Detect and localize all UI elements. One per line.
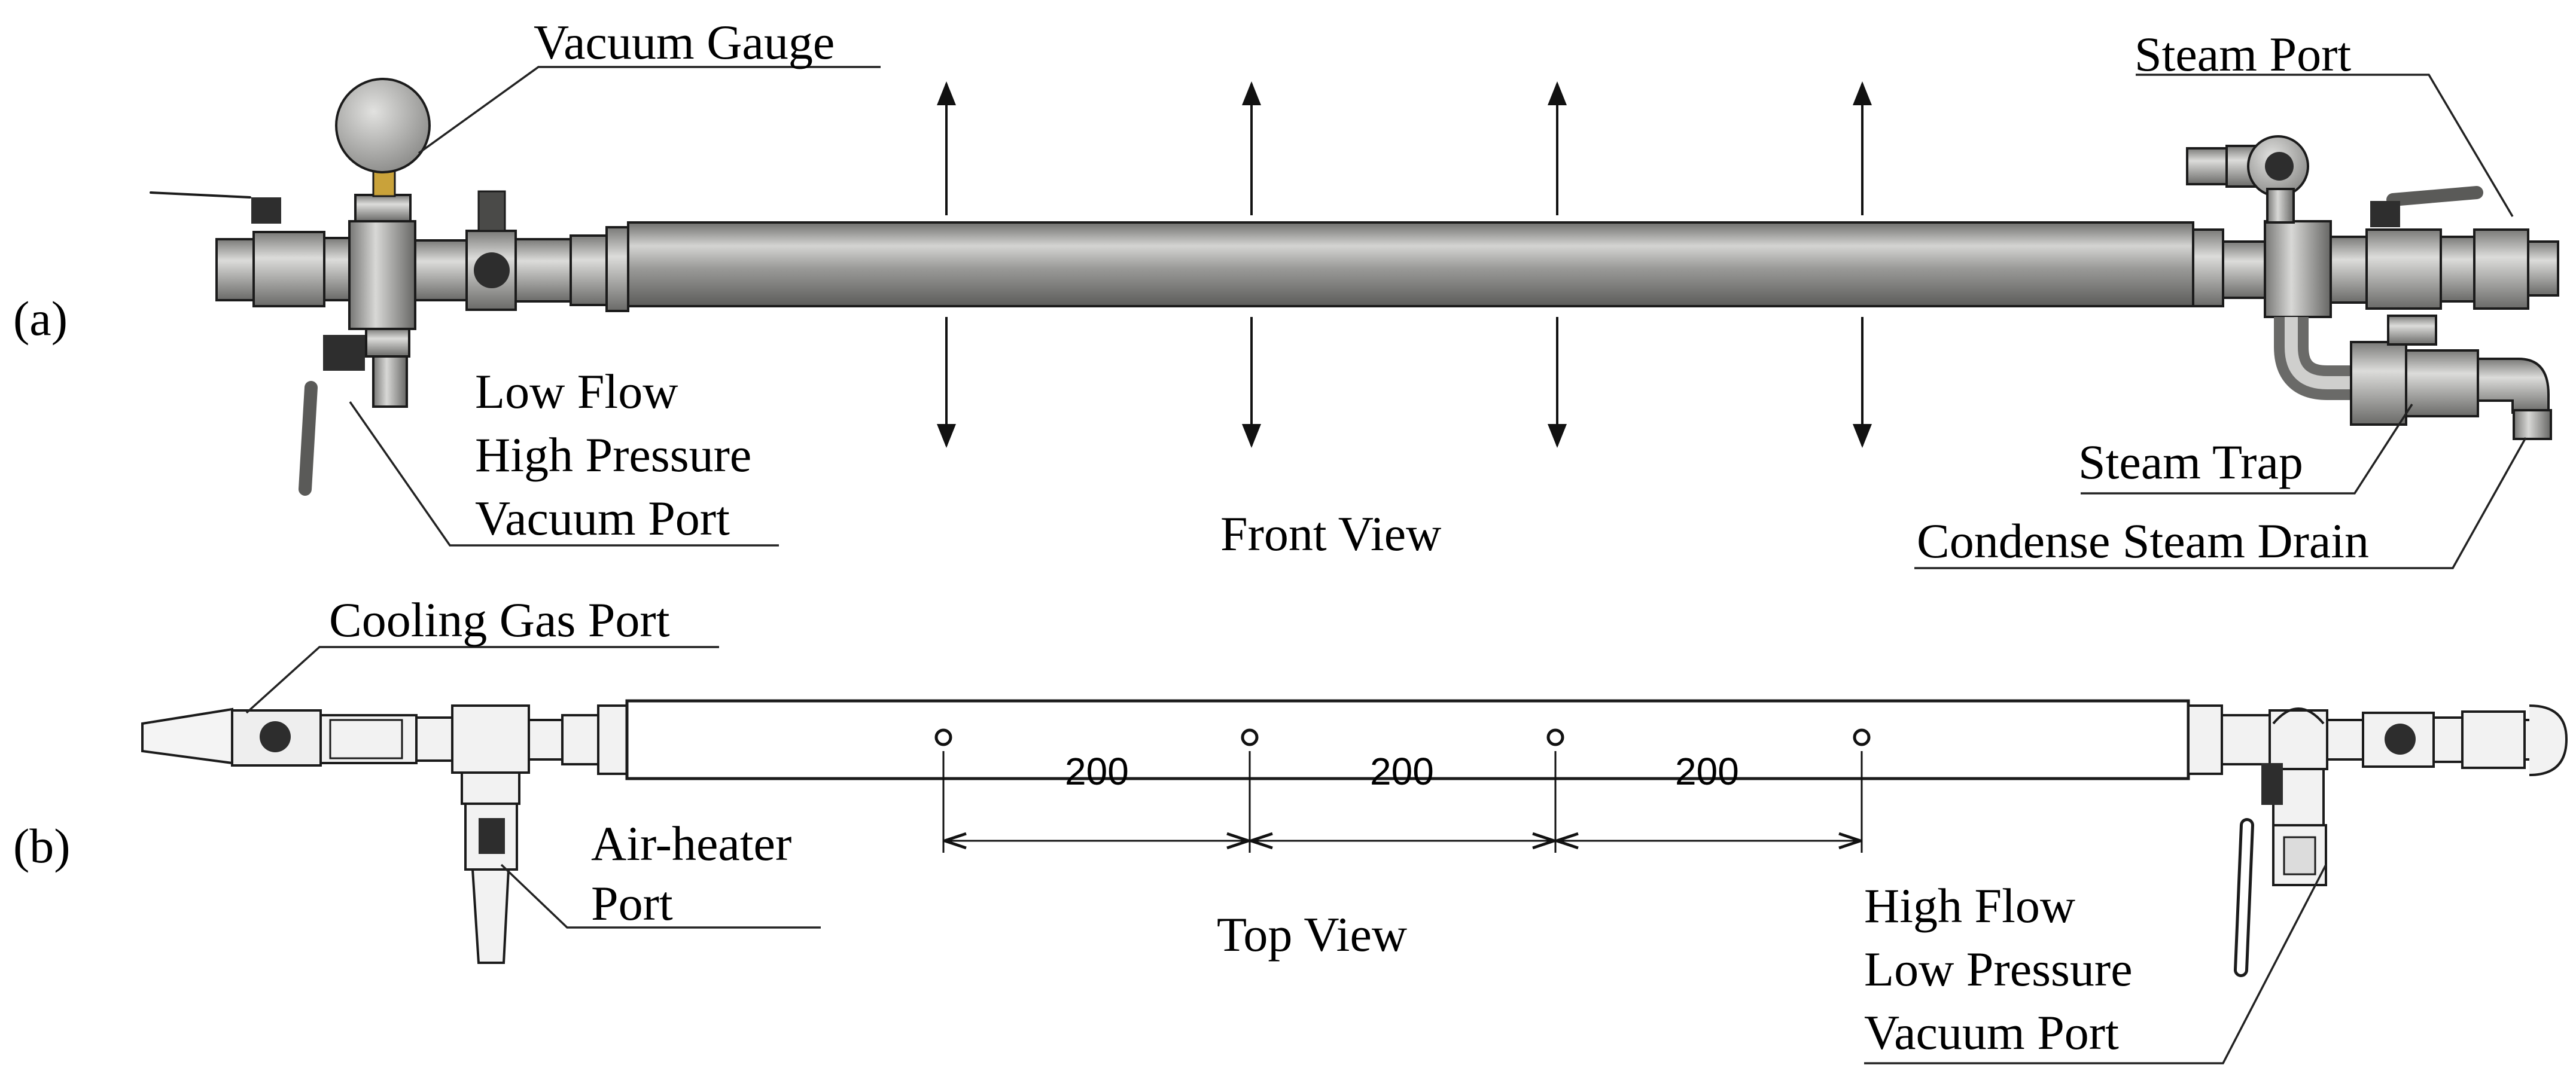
high-flow-label-line2: Low Pressure — [1864, 942, 2133, 996]
front-view-title: Front View — [1220, 507, 1441, 561]
low-flow-label-line1: Low Flow — [475, 364, 678, 419]
air-heater-label-line1: Air-heater — [591, 816, 791, 871]
vacuum-gauge-label: Vacuum Gauge — [534, 15, 835, 69]
probe-hole-4 — [1853, 728, 1871, 746]
front-view-assembly — [150, 78, 2559, 496]
air-heater-label-line2: Port — [591, 876, 673, 930]
dimension-lines — [942, 751, 1863, 853]
high-flow-label-line1: High Flow — [1864, 878, 2075, 933]
dimension-label-3: 200 — [1675, 750, 1739, 793]
steam-port-label: Steam Port — [2135, 27, 2351, 81]
low-flow-label-line3: Vacuum Port — [475, 491, 730, 545]
top-view-assembly — [141, 699, 2568, 977]
top-view-probe-holes — [934, 728, 1871, 746]
panel-b-marker: (b) — [13, 819, 71, 873]
front-view-probe-arrows — [937, 81, 1872, 448]
probe-hole-1 — [934, 728, 952, 746]
top-view-tube — [625, 699, 2190, 780]
high-flow-label-line3: Vacuum Port — [1864, 1005, 2119, 1060]
dimension-label-2: 200 — [1370, 750, 1434, 793]
top-view-leaders — [245, 646, 2327, 1064]
top-view-title: Top View — [1217, 907, 1407, 962]
low-flow-label-line2: High Pressure — [475, 428, 751, 482]
steam-trap-label: Steam Trap — [2078, 435, 2303, 489]
front-view-leaders — [349, 66, 2527, 569]
cooling-gas-port-label: Cooling Gas Port — [329, 593, 670, 647]
probe-hole-3 — [1546, 728, 1564, 746]
condense-steam-drain-label: Condense Steam Drain — [1917, 514, 2369, 568]
probe-hole-2 — [1241, 728, 1259, 746]
dimension-label-1: 200 — [1065, 750, 1129, 793]
panel-a-marker: (a) — [13, 291, 68, 346]
